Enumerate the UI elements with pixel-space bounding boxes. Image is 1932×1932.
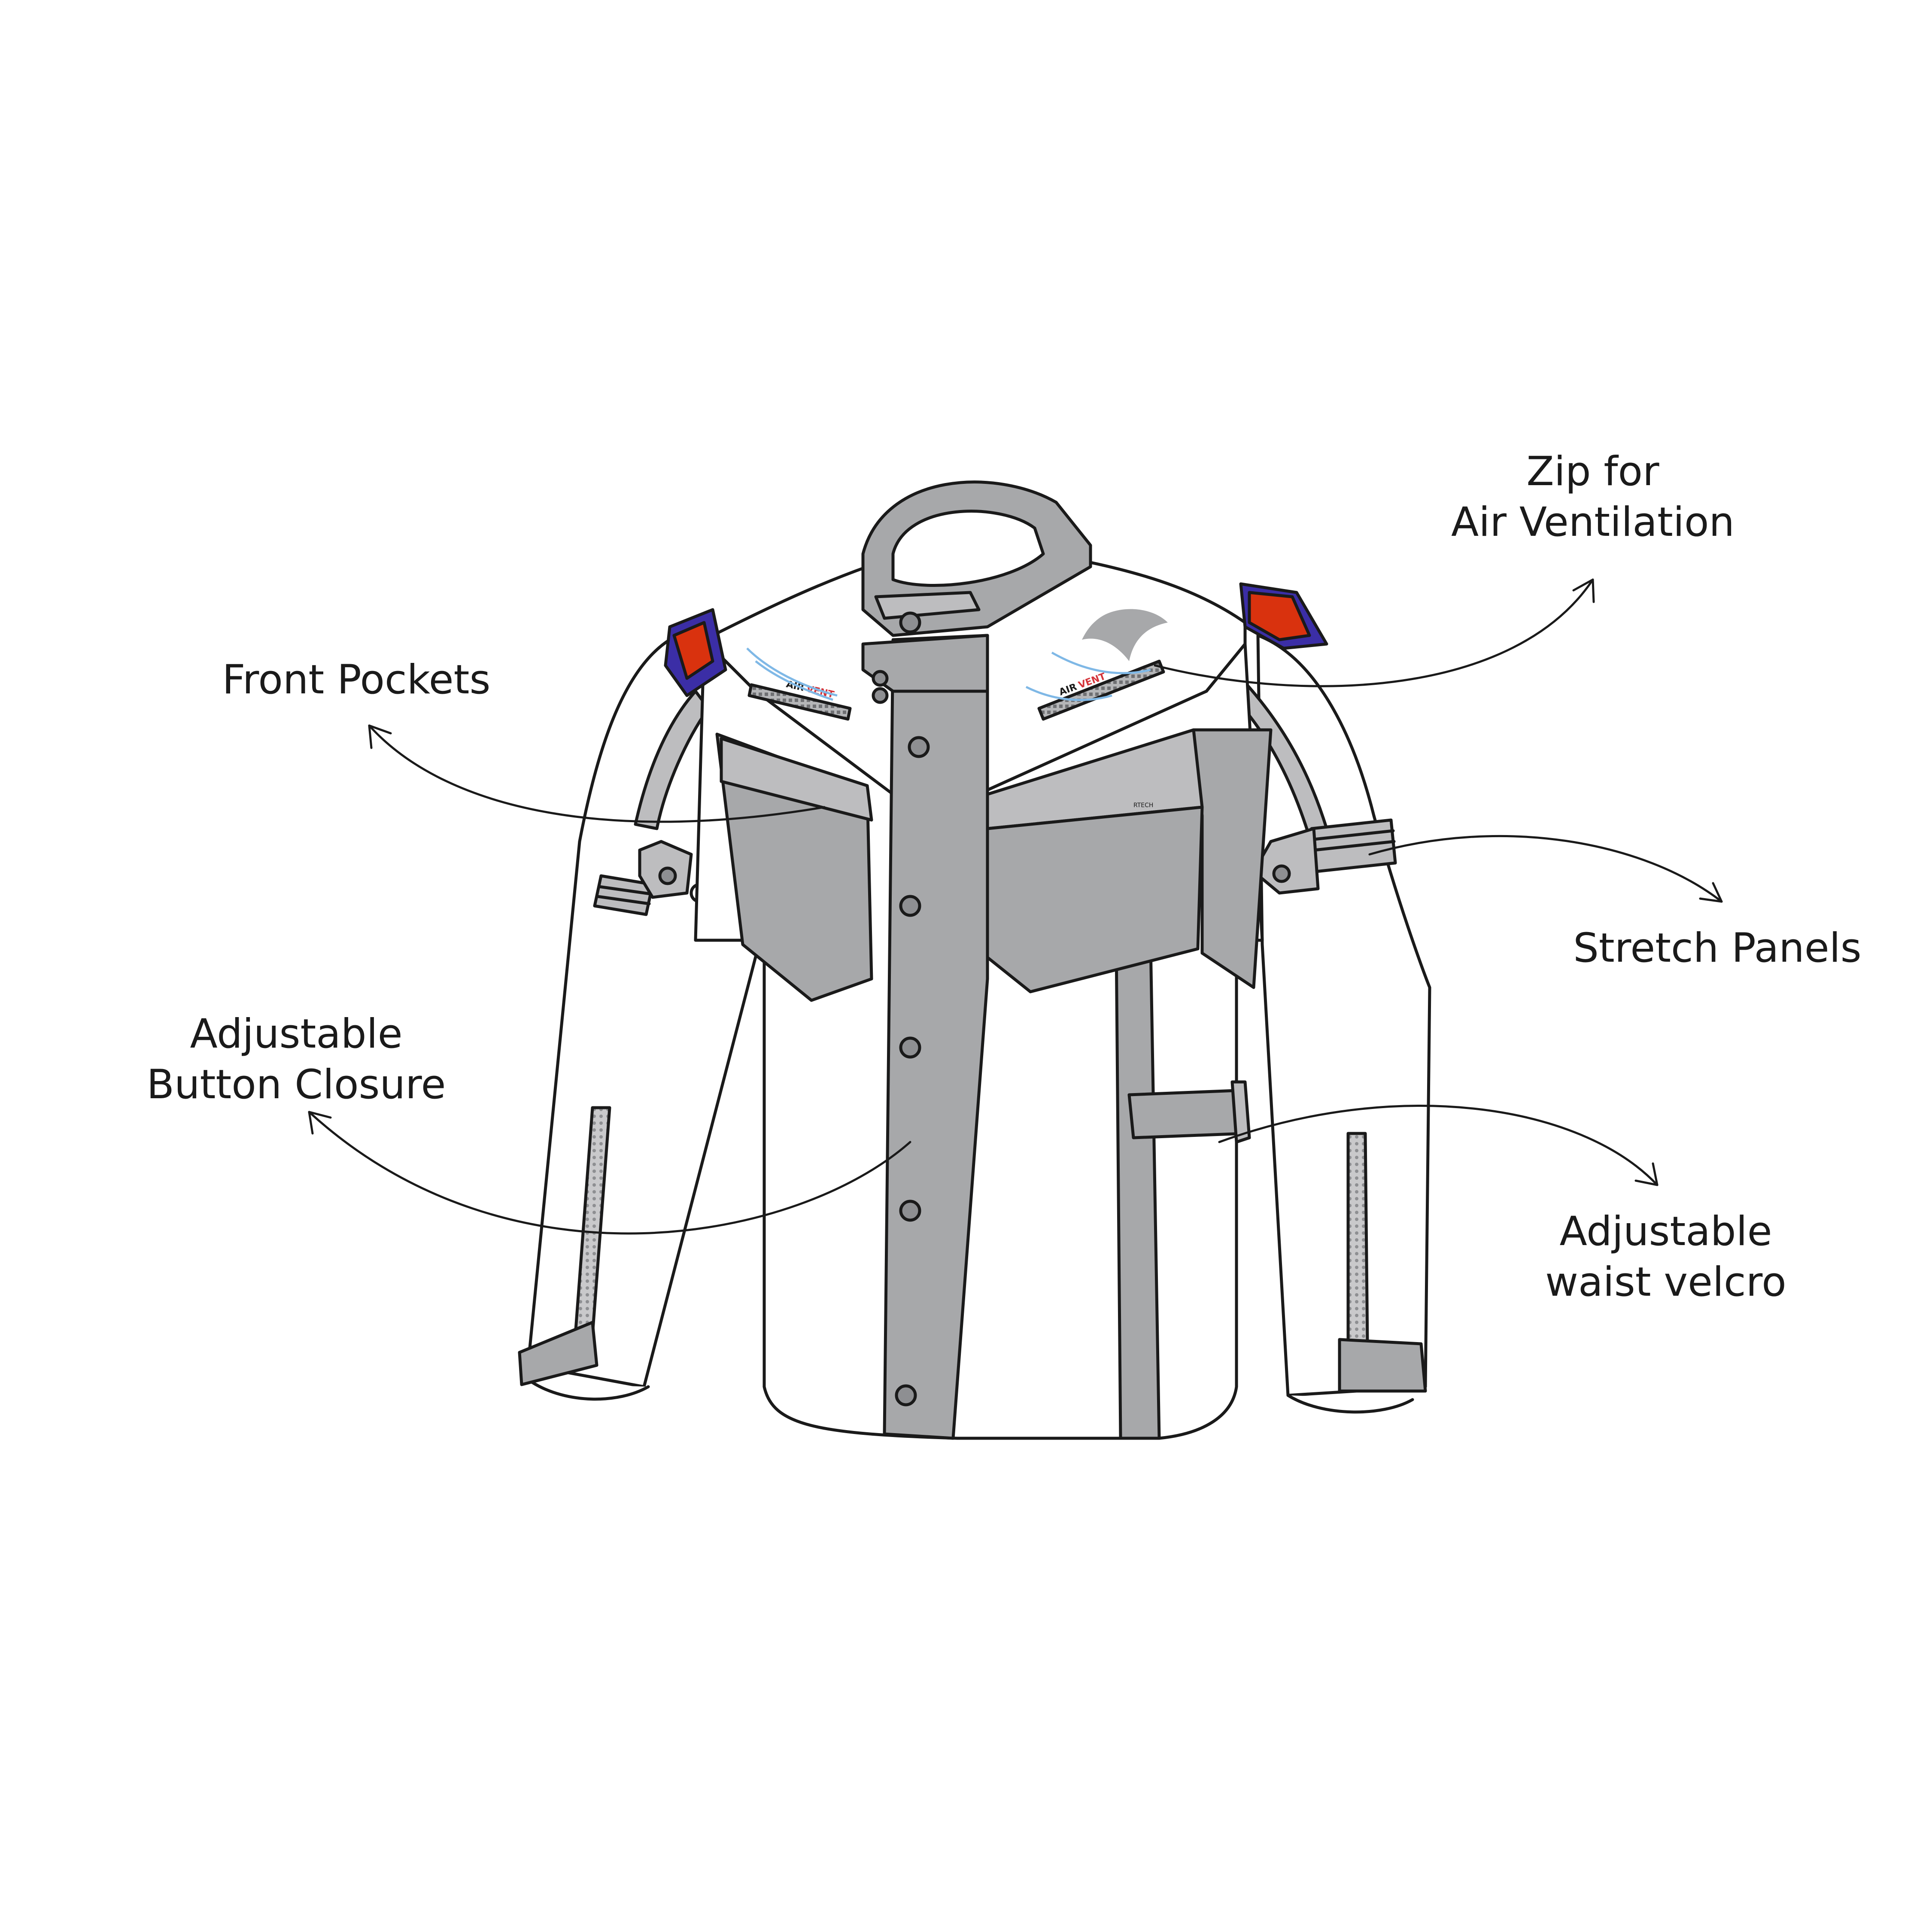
right-sleeve [1256,634,1431,1397]
right-pocket-body [986,805,1204,993]
stretch-panels-callout-label: Stretch Panels [1573,925,1862,972]
left-sleeve-stripe [634,690,710,830]
button-closure-leader [308,1111,911,1235]
zip-leader [1154,578,1594,687]
left-shoulder-red [672,621,714,680]
right-shoulder-red [1248,591,1311,641]
airflow-right [1025,651,1151,701]
placket-flap [861,634,989,693]
right-pocket [1192,728,1273,989]
left-pocket-flap [720,737,873,822]
stretch-panels-leader [1368,835,1723,903]
airflow-left [746,647,838,701]
zip-callout-label: Zip for Air Ventilation [1451,448,1735,546]
collar-tab [874,591,981,620]
waist-velcro-callout-label: Adjustable waist velcro [1545,1208,1786,1306]
pocket-tag: RTECH [1133,802,1153,809]
side-panel [1115,943,1161,1440]
waist-strap [1127,1089,1247,1139]
placket-buttons [872,670,930,1406]
left-air-vent [747,683,852,721]
right-sleeve-mesh [1346,1132,1369,1346]
right-cuff [1338,1338,1427,1393]
front-pockets-callout-label: Front Pockets [222,656,491,703]
front-pockets-leader [368,724,826,823]
left-cuff [518,1321,598,1386]
waist-velcro-leader [1218,1105,1659,1186]
collar-inner [891,510,1045,587]
brand-logo [1082,609,1168,661]
button-closure-callout-label: Adjustable Button Closure [146,1011,446,1108]
right-air-vent [1037,659,1165,721]
